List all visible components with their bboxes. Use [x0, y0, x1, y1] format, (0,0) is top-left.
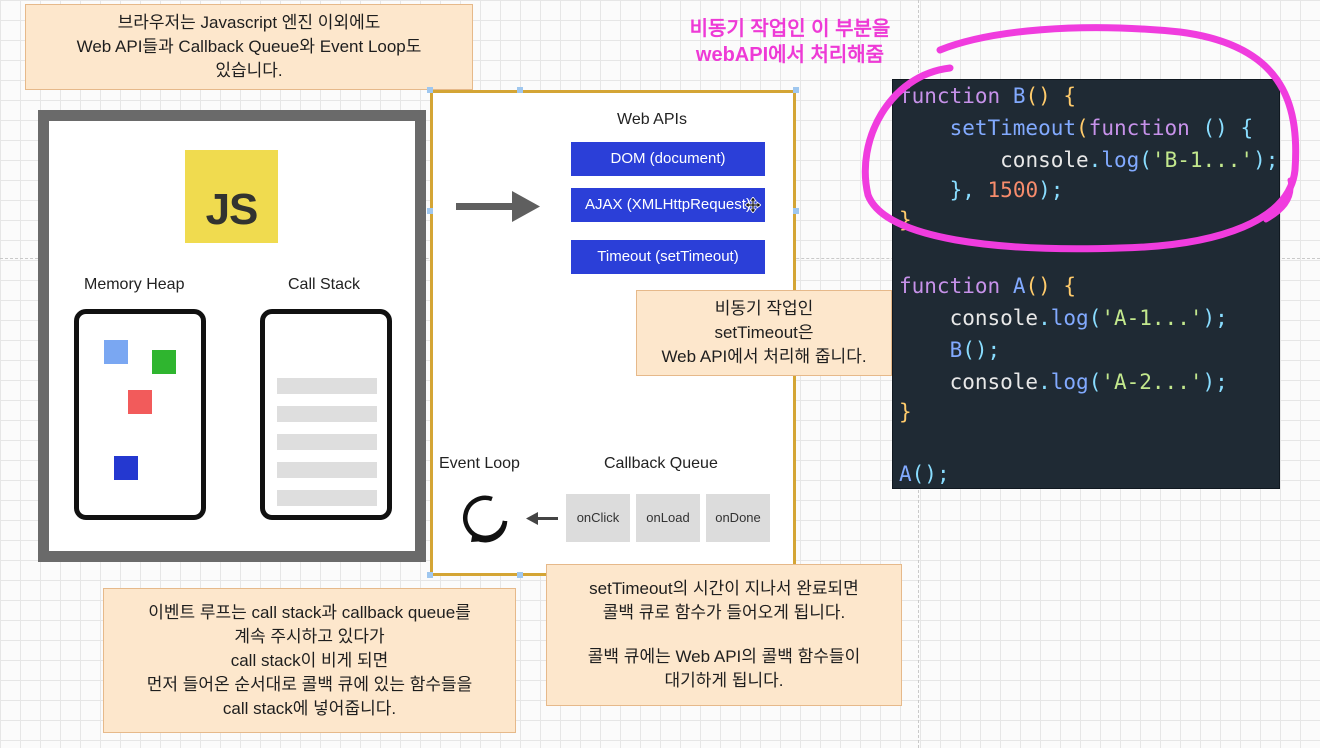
code-string: 'A-1...' [1101, 306, 1203, 330]
selection-handle [517, 572, 523, 578]
code-function-name: A [1012, 274, 1026, 298]
selection-handle [427, 572, 433, 578]
webapi-timeout: Timeout (setTimeout) [571, 240, 765, 274]
note-callback-line: setTimeout의 시간이 지나서 완료되면 [589, 579, 859, 598]
move-cursor-icon [745, 197, 761, 213]
selection-handle [517, 87, 523, 93]
heap-object [104, 340, 128, 364]
code-panel: function B() { setTimeout(function () { … [892, 79, 1280, 489]
code-function-name: A [899, 462, 912, 486]
note-event-loop-line: 이벤트 루프는 call stack과 callback queue를 [148, 602, 471, 622]
annotation-line: webAPI에서 처리해줌 [695, 44, 885, 66]
selection-handle [793, 208, 799, 214]
note-async-line: setTimeout은 [714, 323, 814, 342]
js-logo: JS [185, 150, 278, 243]
code-function-name: log [1101, 148, 1140, 172]
code-function-name: log [1050, 306, 1089, 330]
code-line: function A() { [899, 274, 1077, 298]
note-callback-line: 대기하게 됩니다. [664, 671, 784, 690]
call-stack-label: Call Stack [288, 276, 361, 293]
code-string: 'A-2...' [1101, 370, 1203, 394]
note-browser: 브라우저는 Javascript 엔진 이외에도 Web API들과 Callb… [25, 4, 473, 90]
code-identifier: console [1000, 148, 1089, 172]
code-keyword: function [899, 274, 1001, 298]
note-callback-line: 콜백 큐로 함수가 들어오게 됩니다. [602, 603, 846, 622]
code-keyword: function [899, 84, 1001, 108]
selection-handle [427, 87, 433, 93]
annotation-title: 비동기 작업인 이 부분을 webAPI에서 처리해줌 [640, 16, 940, 68]
webapi-dom: DOM (document) [571, 142, 765, 176]
heap-object [152, 350, 176, 374]
js-logo-text: JS [205, 185, 259, 234]
note-async-line: Web API에서 처리해 줍니다. [661, 347, 867, 366]
selection-handle [427, 208, 433, 214]
code-function-name: log [1050, 370, 1089, 394]
note-event-loop-line: 계속 주시하고 있다가 [234, 626, 385, 646]
queue-item-onclick: onClick [566, 494, 630, 542]
callback-queue-label: Callback Queue [604, 455, 718, 472]
code-line: B(); [949, 338, 1001, 362]
arrow-left-icon [526, 512, 558, 525]
heap-object [114, 456, 138, 480]
note-async-webapi: 비동기 작업인 setTimeout은 Web API에서 처리해 줍니다. [636, 290, 892, 376]
note-browser-line: Web API들과 Callback Queue와 Event Loop도 [76, 37, 422, 56]
heap-object [128, 390, 152, 414]
webapi-ajax: AJAX (XMLHttpRequest) [571, 188, 765, 222]
note-event-loop-line: call stack에 넣어줍니다. [222, 698, 397, 718]
code-line: }, 1500); [949, 178, 1064, 202]
selection-handle [793, 87, 799, 93]
code-identifier: console [949, 306, 1039, 330]
note-browser-line: 브라우저는 Javascript 엔진 이외에도 [117, 13, 381, 32]
code-line: A(); [899, 462, 950, 486]
memory-heap-label: Memory Heap [84, 276, 185, 293]
code-string: 'B-1...' [1151, 148, 1254, 172]
event-loop-label: Event Loop [439, 455, 520, 472]
code-line: function B() { [899, 84, 1077, 108]
note-callback-line: 콜백 큐에는 Web API의 콜백 함수들이 [587, 647, 861, 666]
code-identifier: console [949, 370, 1039, 394]
note-event-loop-line: call stack이 비게 되면 [230, 650, 389, 670]
note-event-loop-line: 먼저 들어온 순서대로 콜백 큐에 있는 함수들을 [146, 674, 473, 694]
stack-frame [277, 462, 377, 478]
code-line: console.log('B-1...'); [1000, 148, 1279, 172]
code-keyword: function [1088, 116, 1190, 140]
code-function-name: B [1012, 84, 1026, 108]
code-number: 1500 [987, 178, 1039, 202]
note-async-line: 비동기 작업인 [714, 299, 814, 318]
stack-frame [277, 490, 377, 506]
note-event-loop: 이벤트 루프는 call stack과 callback queue를 계속 주… [103, 588, 516, 733]
webapis-title: Web APIs [617, 111, 687, 128]
code-line: console.log('A-1...'); [949, 306, 1228, 330]
event-loop-icon [463, 495, 508, 543]
note-callback-queue: setTimeout의 시간이 지나서 완료되면 콜백 큐로 함수가 들어오게 … [546, 564, 902, 706]
queue-item-onload: onLoad [636, 494, 700, 542]
code-function-name: setTimeout [949, 116, 1077, 140]
stack-frame [277, 406, 377, 422]
memory-heap [74, 309, 206, 520]
code-function-name: B [949, 338, 963, 362]
stack-frame [277, 434, 377, 450]
code-line: console.log('A-2...'); [949, 370, 1228, 394]
annotation-line: 비동기 작업인 이 부분을 [689, 18, 891, 40]
arrow-right-icon [456, 191, 540, 222]
code-line: setTimeout(function () { [949, 116, 1254, 140]
queue-item-ondone: onDone [706, 494, 770, 542]
highlight-circle-annotation [861, 24, 1300, 253]
stack-frame [277, 378, 377, 394]
note-browser-line: 있습니다. [215, 61, 283, 80]
code-line: } [899, 400, 912, 424]
